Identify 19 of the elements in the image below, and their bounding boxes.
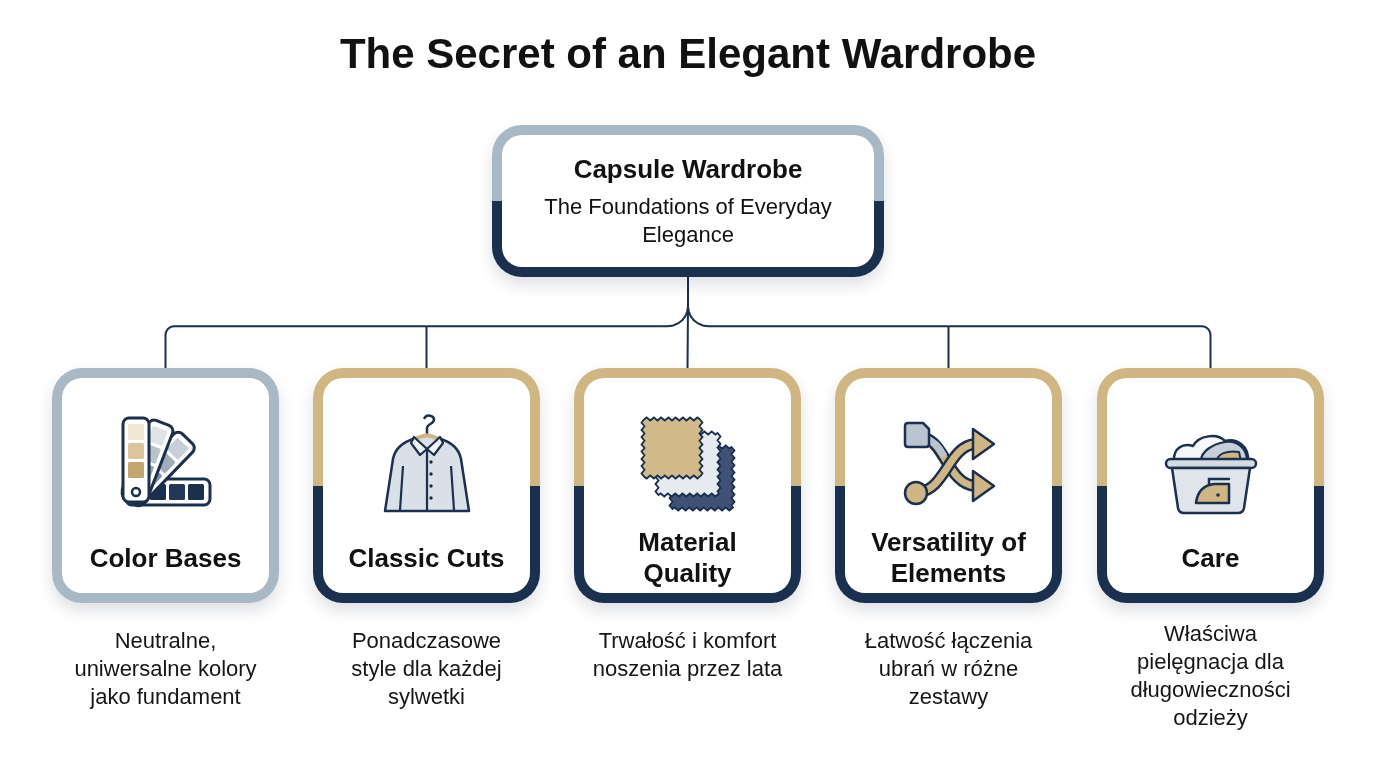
card-caption: Trwałość i komfort noszenia przez lata: [591, 627, 784, 683]
connector-line: [687, 305, 950, 328]
connector-line: [425, 325, 428, 369]
card-caption: Łatwość łączenia ubrań w różne zestawy: [863, 627, 1034, 711]
card-caption: Neutralne, uniwersalne kolory jako fundament: [73, 627, 258, 711]
card-title: Versatility of Elements: [870, 527, 1027, 589]
card-caption: Właściwa pielęgnacja dla długowieczności odzieży: [1129, 620, 1292, 732]
connector-line: [947, 325, 1212, 369]
connector-line: [947, 325, 950, 369]
card-title: Care: [1181, 542, 1240, 574]
card-title: Color Bases: [89, 542, 242, 574]
card-subtitle: The Foundations of Everyday Elegance: [543, 192, 833, 249]
connector-line: [164, 325, 428, 369]
card-caption: Ponadczasowe style dla każdej sylwetki: [350, 627, 503, 711]
diagram-title: The Secret of an Elegant Wardrobe: [339, 29, 1037, 79]
card-title: Capsule Wardrobe: [573, 153, 803, 185]
card-title: Classic Cuts: [348, 542, 505, 574]
connector-line: [687, 276, 689, 308]
card-title: Material Quality: [637, 527, 738, 589]
